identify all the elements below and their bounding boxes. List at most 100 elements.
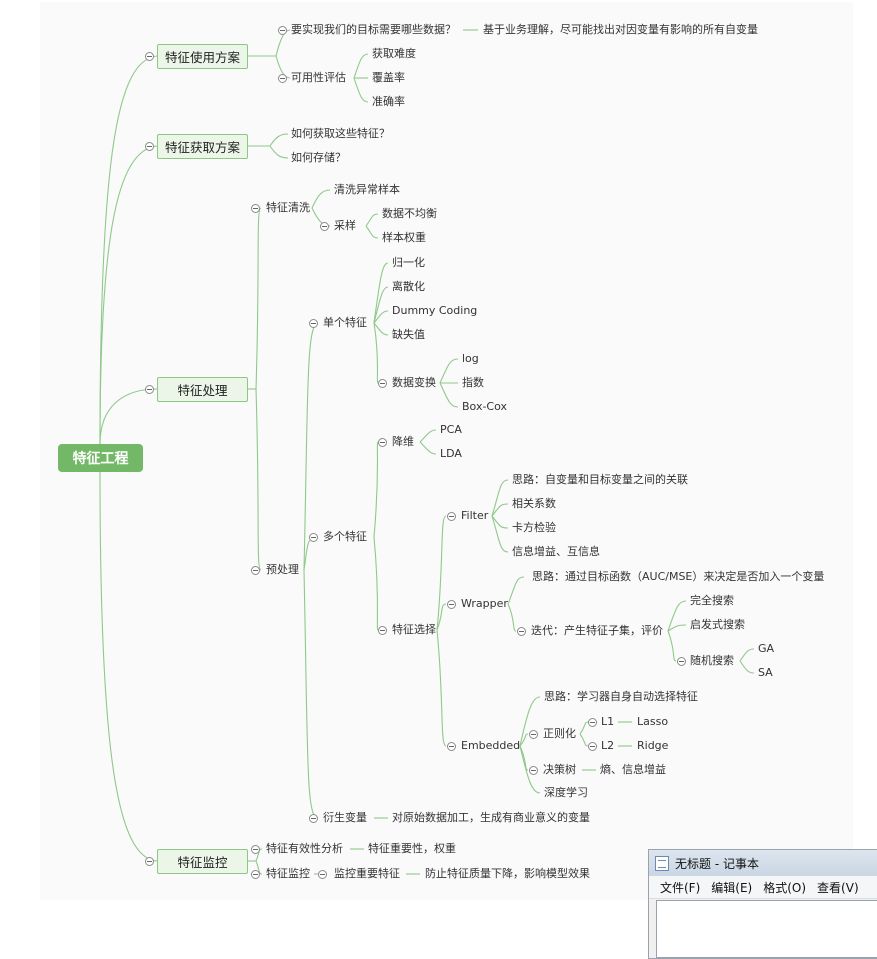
collapse-toggle-random[interactable]: [677, 657, 686, 666]
collapse-toggle-acquire[interactable]: [145, 142, 154, 151]
node-selection[interactable]: 特征选择: [392, 623, 436, 636]
node-embedded[interactable]: Embedded: [461, 739, 521, 752]
node-tree[interactable]: 决策树: [543, 763, 576, 776]
node-wrapper-heuristic[interactable]: 启发式搜索: [690, 618, 745, 631]
node-acquire-item[interactable]: 如何获取这些特征？: [291, 127, 390, 140]
node-transform-item[interactable]: Box-Cox: [462, 400, 507, 413]
node-tree-detail[interactable]: 熵、信息增益: [600, 763, 666, 776]
node-sampling-item[interactable]: 数据不均衡: [382, 207, 437, 220]
node-derived-detail[interactable]: 对原始数据加工，生成有商业意义的变量: [392, 811, 590, 824]
menu-view[interactable]: 查看(V): [817, 880, 859, 895]
collapse-toggle-effective[interactable]: [251, 845, 260, 854]
node-filter-item[interactable]: 思路：自变量和目标变量之间的关联: [512, 473, 688, 486]
node-transform[interactable]: 数据变换: [392, 376, 436, 389]
node-l2-method[interactable]: Ridge: [637, 739, 669, 752]
node-wrapper-random[interactable]: 随机搜索: [690, 654, 734, 667]
node-usage-q1[interactable]: 要实现我们的目标需要哪些数据？: [291, 23, 456, 36]
menu-edit[interactable]: 编辑(E): [711, 880, 753, 895]
node-clean[interactable]: 特征清洗: [266, 201, 310, 214]
node-feasibility[interactable]: 可用性评估: [291, 71, 346, 84]
notepad-menubar: 文件(F) 编辑(E) 格式(O) 查看(V): [649, 876, 877, 899]
node-filter[interactable]: Filter: [461, 509, 489, 522]
node-derived[interactable]: 衍生变量: [323, 811, 367, 824]
node-l2[interactable]: L2: [601, 739, 615, 752]
node-pre[interactable]: 预处理: [266, 563, 299, 576]
node-dimred-item[interactable]: LDA: [440, 447, 462, 460]
collapse-toggle-tree[interactable]: [529, 766, 538, 775]
node-wrapper-full[interactable]: 完全搜索: [690, 594, 734, 607]
notepad-app-icon: [655, 855, 669, 871]
collapse-toggle-wrapper[interactable]: [447, 600, 456, 609]
node-effective-detail[interactable]: 特征重要性，权重: [368, 842, 456, 855]
node-dimred[interactable]: 降维: [392, 435, 414, 448]
collapse-toggle-regularization[interactable]: [529, 730, 538, 739]
collapse-toggle-monitor[interactable]: [145, 857, 154, 866]
topic-usage[interactable]: 特征使用方案: [157, 44, 248, 69]
node-effective[interactable]: 特征有效性分析: [266, 842, 343, 855]
node-single-item[interactable]: 归一化: [392, 256, 425, 269]
node-multi[interactable]: 多个特征: [323, 530, 367, 543]
topic-monitor[interactable]: 特征监控: [157, 849, 248, 874]
collapse-toggle-single[interactable]: [309, 319, 318, 328]
node-sampling-item[interactable]: 样本权重: [382, 231, 426, 244]
root-node[interactable]: 特征工程: [58, 444, 143, 472]
node-random-item[interactable]: GA: [758, 642, 775, 655]
collapse-toggle-embedded[interactable]: [447, 742, 456, 751]
collapse-toggle-derived[interactable]: [309, 814, 318, 823]
node-acquire-item[interactable]: 如何存储？: [291, 151, 346, 164]
node-wrapper[interactable]: Wrapper: [461, 597, 508, 610]
node-single-item[interactable]: 离散化: [392, 280, 425, 293]
node-clean-outlier[interactable]: 清洗异常样本: [334, 183, 400, 196]
collapse-toggle-monitor-important[interactable]: [318, 870, 327, 879]
topic-process[interactable]: 特征处理: [157, 377, 248, 402]
collapse-toggle-usage[interactable]: [145, 52, 154, 61]
node-filter-item[interactable]: 卡方检验: [512, 521, 556, 534]
collapse-toggle-dimred[interactable]: [378, 438, 387, 447]
node-filter-item[interactable]: 信息增益、互信息: [512, 545, 600, 558]
topic-acquire[interactable]: 特征获取方案: [157, 134, 248, 159]
collapse-toggle-sampling[interactable]: [320, 222, 329, 231]
collapse-toggle-feasibility[interactable]: [278, 74, 287, 83]
collapse-toggle-l1[interactable]: [588, 718, 597, 727]
collapse-toggle-wrapper-iter[interactable]: [517, 627, 526, 636]
node-feasibility-item[interactable]: 准确率: [372, 95, 405, 108]
node-usage-q1-answer[interactable]: 基于业务理解，尽可能找出对因变量有影响的所有自变量: [483, 23, 758, 36]
collapse-toggle-q1[interactable]: [278, 26, 287, 35]
node-monitor-detail[interactable]: 防止特征质量下降，影响模型效果: [425, 867, 590, 880]
node-feasibility-item[interactable]: 获取难度: [372, 47, 416, 60]
collapse-toggle-transform[interactable]: [378, 379, 387, 388]
node-single[interactable]: 单个特征: [323, 316, 367, 329]
node-single-item[interactable]: 缺失值: [392, 328, 425, 341]
node-deep-learning[interactable]: 深度学习: [544, 786, 588, 799]
node-wrapper-iter[interactable]: 迭代：产生特征子集，评价: [531, 624, 663, 637]
notepad-titlebar[interactable]: 无标题 - 记事本: [649, 850, 877, 876]
menu-format[interactable]: 格式(O): [763, 880, 807, 895]
collapse-toggle-clean[interactable]: [251, 204, 260, 213]
notepad-text-area[interactable]: [656, 900, 877, 958]
collapse-toggle-pre[interactable]: [251, 566, 260, 575]
collapse-toggle-process[interactable]: [145, 385, 154, 394]
node-dimred-item[interactable]: PCA: [440, 423, 462, 436]
collapse-toggle-filter[interactable]: [447, 512, 456, 521]
node-feasibility-item[interactable]: 覆盖率: [372, 71, 405, 84]
node-random-item[interactable]: SA: [758, 666, 773, 679]
collapse-toggle-l2[interactable]: [588, 742, 597, 751]
collapse-toggle-selection[interactable]: [378, 626, 387, 635]
node-wrapper-idea[interactable]: 思路：通过目标函数（AUC/MSE）来决定是否加入一个变量: [532, 570, 825, 583]
node-l1-method[interactable]: Lasso: [637, 715, 669, 728]
node-regularization[interactable]: 正则化: [543, 727, 576, 740]
collapse-toggle-monitor-sub[interactable]: [251, 870, 260, 879]
node-monitor-sub[interactable]: 特征监控: [266, 867, 310, 880]
node-l1[interactable]: L1: [601, 715, 615, 728]
notepad-window[interactable]: 无标题 - 记事本 文件(F) 编辑(E) 格式(O) 查看(V): [648, 849, 877, 959]
node-transform-item[interactable]: log: [462, 352, 479, 365]
node-monitor-important[interactable]: 监控重要特征: [334, 867, 400, 880]
node-single-item[interactable]: Dummy Coding: [392, 304, 478, 317]
menu-file[interactable]: 文件(F): [660, 880, 701, 895]
node-embedded-idea[interactable]: 思路：学习器自身自动选择特征: [544, 690, 698, 703]
node-sampling[interactable]: 采样: [334, 219, 356, 232]
notepad-title: 无标题 - 记事本: [675, 856, 759, 871]
node-filter-item[interactable]: 相关系数: [512, 497, 556, 510]
collapse-toggle-multi[interactable]: [309, 533, 318, 542]
node-transform-item[interactable]: 指数: [462, 376, 484, 389]
